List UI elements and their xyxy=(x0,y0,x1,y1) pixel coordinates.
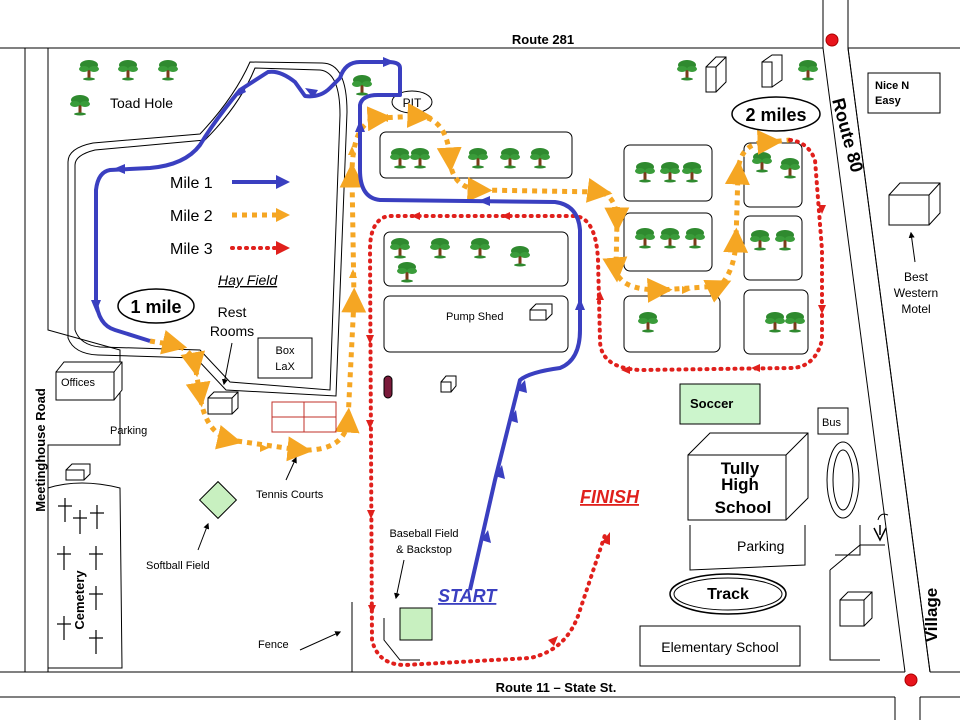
building-village-corner xyxy=(839,591,873,627)
tree-block-middle xyxy=(383,231,569,287)
small-shed xyxy=(440,375,457,393)
bus-shelter xyxy=(817,407,849,435)
soccer-field xyxy=(679,383,761,425)
track-inner xyxy=(673,577,783,611)
label-parking-right: Parking xyxy=(737,538,784,554)
road-route-11: Route 11 – State St. xyxy=(496,680,617,695)
bus-loop-outer xyxy=(826,441,860,519)
marker-1-mile xyxy=(117,288,195,324)
label-bw-1: Best xyxy=(904,270,929,284)
baseball-field xyxy=(399,607,433,641)
road-village: Village xyxy=(922,588,941,643)
traffic-light-bottom xyxy=(904,673,918,687)
label-elementary: Elementary School xyxy=(661,639,779,655)
mile-2-arrows xyxy=(193,114,740,452)
road-route-281: Route 281 xyxy=(512,32,574,47)
label-bus: Bus xyxy=(822,417,841,429)
tree-blocks-right xyxy=(623,142,809,355)
label-tennis-courts: Tennis Courts xyxy=(256,489,324,501)
label-1-mile: 1 mile xyxy=(130,297,181,317)
label-toad-hole: Toad Hole xyxy=(110,95,173,111)
building-nice-n-easy xyxy=(867,72,941,114)
pump-shed-block xyxy=(383,295,569,353)
marker-2-miles xyxy=(731,96,821,132)
traffic-light-top xyxy=(825,33,839,47)
label-fence: Fence xyxy=(258,639,289,651)
building-tully-high-school xyxy=(687,432,809,521)
label-bw-2: Western xyxy=(894,286,938,300)
tennis-courts xyxy=(271,401,337,433)
post-marker xyxy=(383,375,393,399)
building-best-western xyxy=(888,182,941,226)
label-cemetery: Cemetery xyxy=(72,570,87,630)
softball-field xyxy=(198,480,238,520)
label-baseball-1: Baseball Field xyxy=(389,528,458,540)
legend-mile-1: Mile 1 xyxy=(170,175,213,192)
label-track: Track xyxy=(707,586,749,603)
label-parking-left: Parking xyxy=(110,425,147,437)
label-soccer: Soccer xyxy=(690,396,733,411)
cemetery-boundary xyxy=(47,482,123,669)
label-2-miles: 2 miles xyxy=(745,105,806,125)
uturn-curve xyxy=(877,513,889,521)
label-box-lax-2: LaX xyxy=(275,361,295,373)
backstop xyxy=(383,618,420,661)
label-school-3: School xyxy=(715,498,772,517)
label-bw-3: Motel xyxy=(901,302,930,316)
hay-field-boundary xyxy=(67,61,348,397)
legend-mile-2: Mile 2 xyxy=(170,208,213,225)
building-offices xyxy=(55,361,123,401)
label-pit: PIT xyxy=(403,96,422,110)
label-rest-2: Rooms xyxy=(210,323,254,339)
label-baseball-2: & Backstop xyxy=(396,544,452,556)
legend-mile-3: Mile 3 xyxy=(170,241,213,258)
track-outer xyxy=(669,573,787,615)
mile-1-arrows xyxy=(91,57,585,543)
tree-block-top xyxy=(379,131,573,179)
label-nice-1: Nice N xyxy=(875,80,909,92)
label-box-lax-1: Box xyxy=(276,345,295,357)
label-pump-shed: Pump Shed xyxy=(446,311,503,323)
label-school-1: Tully xyxy=(721,459,760,478)
label-offices: Offices xyxy=(61,377,96,389)
building-elementary-school xyxy=(639,625,801,667)
course-mile-3 xyxy=(367,138,824,668)
building-rest-rooms xyxy=(207,391,239,415)
road-meetinghouse: Meetinghouse Road xyxy=(33,388,48,512)
label-start: START xyxy=(438,586,498,606)
building-box-lax xyxy=(257,337,313,379)
building-cemetery-shed xyxy=(65,463,91,481)
label-softball: Softball Field xyxy=(146,560,210,572)
course-mile-1 xyxy=(94,60,582,591)
mile-3-arrows xyxy=(366,205,826,646)
label-nice-2: Easy xyxy=(875,95,902,107)
label-rest-1: Rest xyxy=(218,304,247,320)
cemetery-crosses xyxy=(57,498,104,654)
bus-loop-inner xyxy=(832,449,854,511)
label-finish: FINISH xyxy=(580,487,640,507)
label-hay-field: Hay Field xyxy=(218,272,278,288)
uturn-arrow-icon xyxy=(873,525,887,542)
buildings-top-right xyxy=(705,54,783,93)
legend: Mile 1 Mile 2 Mile 3 xyxy=(170,175,290,258)
label-school-2: High xyxy=(721,475,759,494)
parking-lot-lines xyxy=(689,525,885,661)
